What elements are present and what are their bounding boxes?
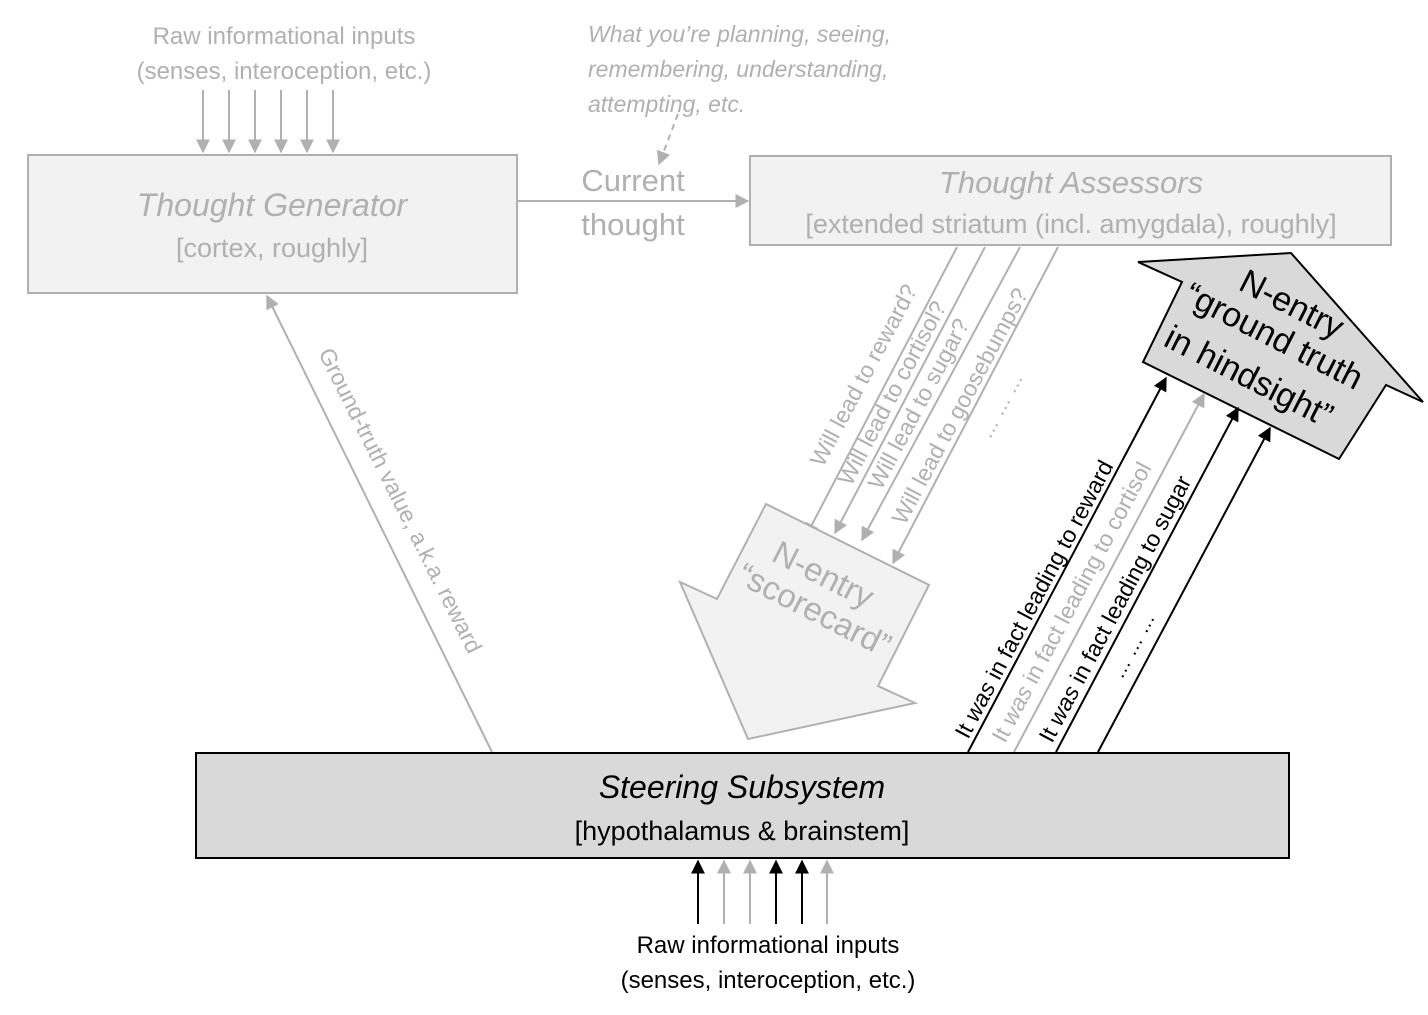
assessor-arrow-cortisol [834,246,986,535]
current-thought-line1: Current [581,163,685,198]
thought-generator-title: Thought Generator [137,187,409,223]
current-thought-label: Current thought [581,163,685,242]
top-inputs-label: Raw informational inputs (senses, intero… [137,23,432,85]
thought-assessors-rect [749,155,1392,246]
thought-assessors-subtitle: [extended striatum (incl. amygdala), rou… [805,209,1336,239]
bottom-inputs-label: Raw informational inputs (senses, intero… [621,932,916,994]
assessor-arrow-reward [805,246,958,538]
thought-assessors-box: Thought Assessors [extended striatum (in… [749,155,1392,246]
reward-arrow [266,294,493,753]
top-inputs-line2: (senses, interoception, etc.) [137,58,432,85]
scorecard-block-arrow: N-entry “scorecard” [678,502,931,741]
context-note-line3: attempting, etc. [588,91,745,117]
steering-subsystem-box: Steering Subsystem [hypothalamus & brain… [195,752,1290,859]
hindsight-arrow-more [1097,426,1271,753]
context-note-dashed-arrow [656,113,679,166]
thought-generator-rect [27,154,518,294]
ground-truth-block-arrow: N-entry “ground truth in hindsight” [1137,251,1424,461]
thought-assessors-title: Thought Assessors [939,165,1203,200]
bottom-inputs-line1: Raw informational inputs [637,932,900,959]
context-note-line2: remembering, understanding, [588,56,888,82]
top-inputs-line1: Raw informational inputs [153,23,416,50]
steering-subsystem-subtitle: [hypothalamus & brainstem] [575,816,910,846]
hindsight-arrow-reward [967,376,1167,753]
bottom-inputs-line2: (senses, interoception, etc.) [621,967,916,994]
hindsight-arrow-sugar [1055,406,1239,753]
thought-generator-box: Thought Generator [cortex, roughly] [27,154,518,294]
ground-truth-arrow-shape [1137,251,1424,461]
scorecard-arrow-shape [678,502,931,741]
steering-subsystem-rect [195,752,1290,859]
assessor-output-arrows [805,246,1059,565]
thought-generator-subtitle: [cortex, roughly] [176,233,368,263]
reward-arrow-label: Ground-truth value, a.k.a. reward [314,344,488,658]
bottom-input-arrows [691,859,834,924]
current-thought-line2: thought [581,207,685,242]
steering-subsystem-title: Steering Subsystem [599,769,885,805]
assessor-arrow-sugar [861,246,1021,542]
hindsight-output-arrows [967,376,1271,753]
context-note: What you’re planning, seeing, rememberin… [588,21,891,117]
context-note-line1: What you’re planning, seeing, [588,21,891,47]
assessor-arrow-goosebumps [892,246,1059,565]
top-input-arrows [196,90,340,154]
hindsight-arrow-cortisol [1013,392,1205,753]
